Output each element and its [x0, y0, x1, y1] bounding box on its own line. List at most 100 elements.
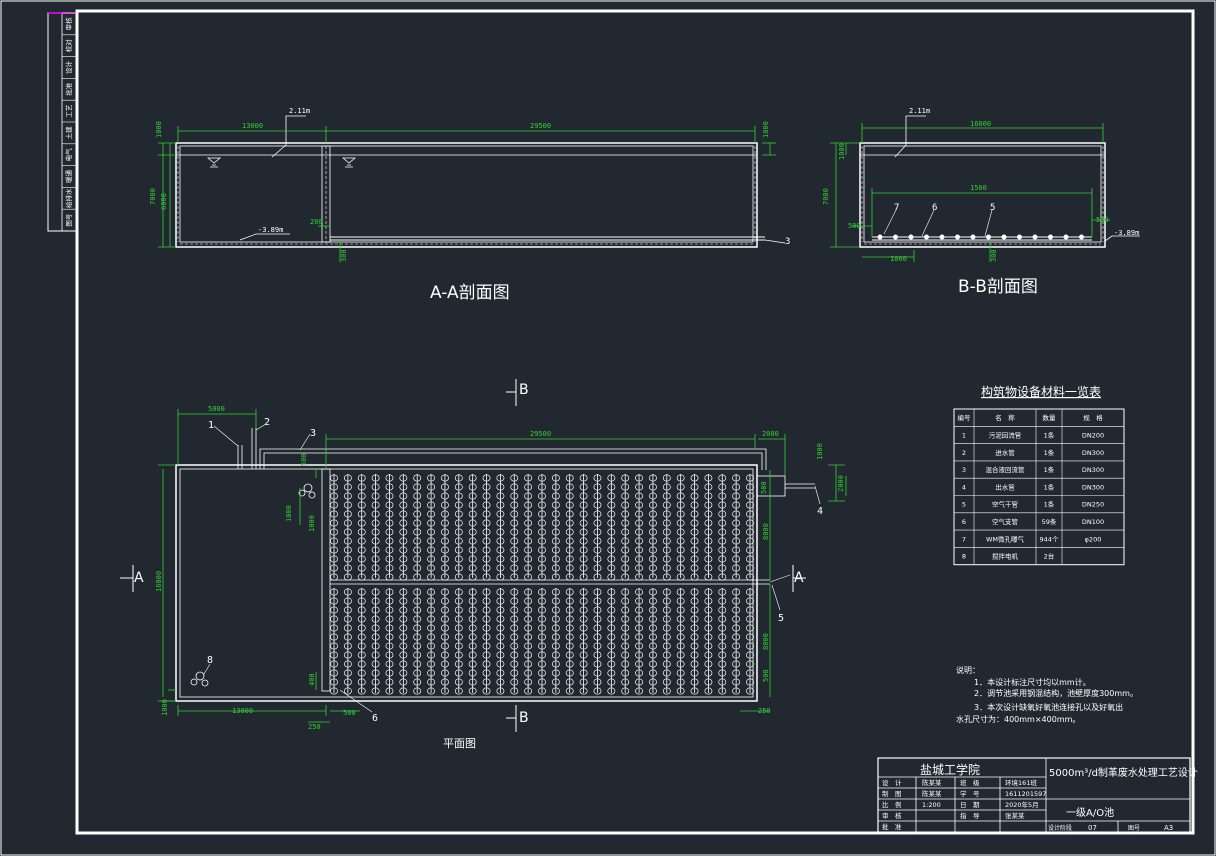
- diffuser-icon: [413, 606, 422, 614]
- diffuser-icon: [565, 537, 574, 545]
- diffuser-icon: [440, 528, 449, 536]
- section-bb-dim-text: 16000 1500 1000 7000 500 500 1000 300: [822, 120, 1109, 263]
- diffuser-icon: [551, 588, 560, 596]
- diffuser-icon: [718, 555, 727, 563]
- diffuser-icon: [648, 597, 657, 605]
- diffuser-icon: [704, 501, 713, 509]
- diffuser-icon: [399, 606, 408, 614]
- diffuser-icon: [607, 492, 616, 500]
- diffuser-icon: [510, 633, 519, 641]
- diffuser-icon: [579, 573, 588, 581]
- diffuser-icon: [635, 474, 644, 482]
- diffuser-icon: [482, 642, 491, 650]
- mixer-bottom-icon: [190, 671, 209, 687]
- diffuser-icon: [538, 510, 546, 518]
- diffuser-icon: [732, 615, 741, 623]
- diffuser-icon: [496, 474, 505, 482]
- diffuser-icon: [482, 492, 491, 500]
- diffuser-icon: [662, 687, 671, 695]
- diffuser-icon: [732, 528, 741, 536]
- diffuser-icon: [343, 615, 352, 623]
- diffuser-icon: [413, 564, 422, 572]
- diffuser-icon: [746, 660, 754, 668]
- diffuser-icon: [718, 519, 727, 527]
- diffuser-icon: [413, 615, 422, 623]
- diffuser-icon: [524, 555, 533, 563]
- plan-dim-inner-500-top: 500: [300, 453, 308, 466]
- diffuser-icon: [565, 678, 574, 686]
- diffuser-icon: [468, 678, 477, 686]
- diffuser-icon: [718, 642, 727, 650]
- diffuser-icon: [648, 606, 657, 614]
- diffuser-icon: [399, 678, 408, 686]
- diffuser-icon: [648, 510, 657, 518]
- diffuser-icon: [704, 573, 713, 581]
- bb-callout-5: 5: [990, 203, 995, 213]
- diffuser-icon: [468, 555, 477, 563]
- diffuser-icon: [635, 642, 644, 650]
- table-cell: DN300: [1082, 466, 1104, 474]
- diffuser-icon: [732, 546, 741, 554]
- diffuser-icon: [454, 555, 463, 563]
- diffuser-icon: [538, 678, 546, 686]
- diffuser-icon: [551, 633, 560, 641]
- diffuser-icon: [330, 555, 338, 563]
- bb-dim-bottom-1000: 1000: [890, 255, 907, 263]
- diffuser-icon: [343, 564, 352, 572]
- diffuser-icon: [607, 624, 616, 632]
- diffuser-icon: [579, 633, 588, 641]
- diffuser-icon: [551, 528, 560, 536]
- tb-label: 设 计: [882, 778, 902, 787]
- diffuser-icon: [538, 615, 546, 623]
- diffuser-icon: [621, 537, 630, 545]
- diffuser-icon: [510, 573, 519, 581]
- diffuser-icon: [690, 660, 699, 668]
- aa-bottom-level: -3.89m: [258, 226, 283, 234]
- diffuser-icon: [704, 537, 713, 545]
- diffuser-icon: [357, 642, 366, 650]
- diffuser-icon: [607, 510, 616, 518]
- diffuser-icon: [635, 537, 644, 545]
- plan-callout-5: 5: [778, 613, 784, 624]
- diffuser-icon: [413, 474, 422, 482]
- diffuser-icon: [427, 651, 436, 659]
- diffuser-icon: [551, 546, 560, 554]
- diffuser-icon: [399, 519, 408, 527]
- diffuser-icon: [746, 546, 754, 554]
- diffuser-icon: [454, 660, 463, 668]
- diffuser-icon: [579, 555, 588, 563]
- section-aa: [175, 115, 786, 248]
- diffuser-icon: [371, 660, 380, 668]
- diffuser-icon: [648, 519, 657, 527]
- diffuser-icon: [427, 597, 436, 605]
- diffuser-icon: [732, 483, 741, 491]
- diffuser-icon: [385, 537, 394, 545]
- diffuser-icon: [732, 588, 741, 596]
- diffuser-icon: [621, 588, 630, 596]
- diffuser-icon: [343, 546, 352, 554]
- diffuser-icon: [413, 555, 422, 563]
- side-strip-cell: 电气: [64, 148, 73, 162]
- diffuser-icon: [330, 537, 338, 545]
- plan-dim-bottom-250-right: 250: [758, 707, 771, 715]
- diffuser-icon: [399, 642, 408, 650]
- diffuser-icon: [607, 633, 616, 641]
- diffuser-icon: [593, 546, 602, 554]
- diffuser-icon: [385, 528, 394, 536]
- diffuser-icon: [718, 624, 727, 632]
- diffuser-icon: [565, 528, 574, 536]
- diffuser-icon: [524, 606, 533, 614]
- diffuser-icon: [732, 678, 741, 686]
- diffuser-icon: [440, 492, 449, 500]
- table-cell: 空气干管: [992, 500, 1019, 509]
- notes: 说明： 1．本设计标注尺寸均以mm计。 2．调节池采用钢混结构，池壁厚度300m…: [956, 665, 1138, 724]
- diffuser-icon: [676, 510, 685, 518]
- diffuser-icon: [732, 660, 741, 668]
- table-cell: 1条: [1044, 500, 1055, 509]
- marker-a-right: A: [794, 570, 804, 586]
- plan-callout-2: 2: [264, 417, 270, 428]
- tb-footer-label-1: 设计阶段: [1048, 824, 1072, 832]
- tb-drawing-name: 一级A/O池: [1066, 806, 1114, 819]
- diffuser-icon: [565, 615, 574, 623]
- diffuser-icon: [593, 588, 602, 596]
